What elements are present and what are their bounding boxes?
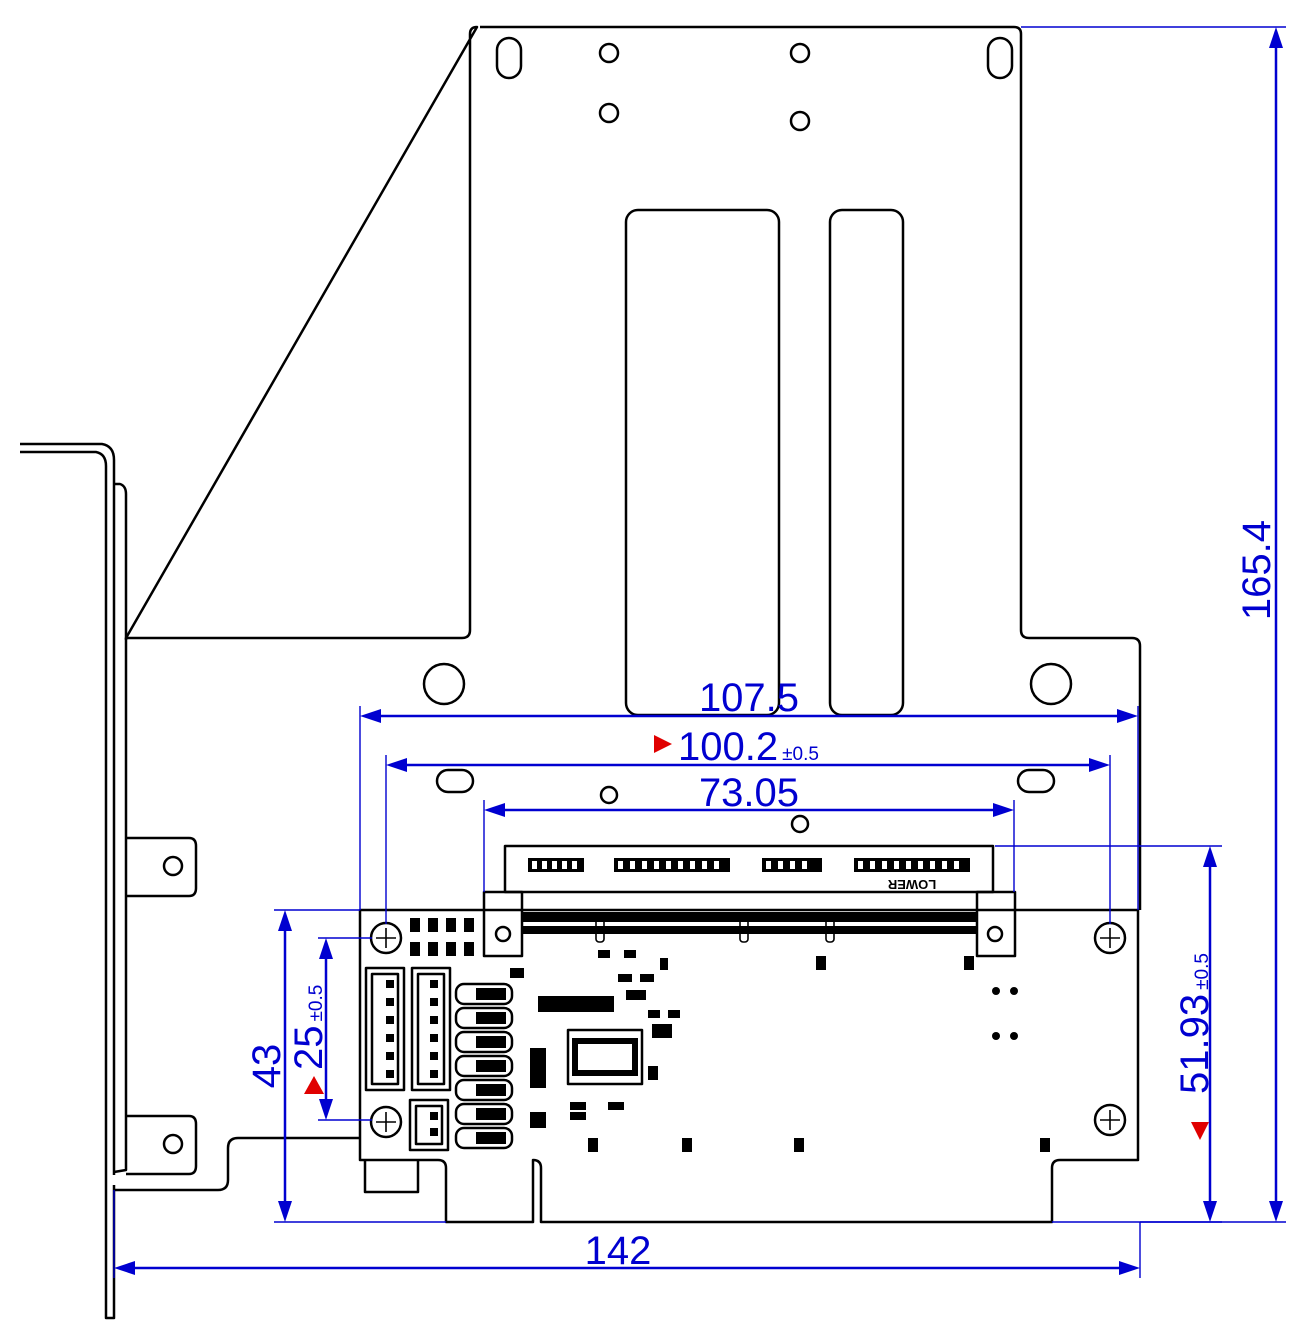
plate-hole bbox=[598, 102, 620, 124]
dim-board-height: 43 bbox=[245, 1044, 289, 1089]
plate-hole bbox=[789, 42, 811, 64]
plate-slot-top-right bbox=[986, 36, 1014, 80]
dimension-labels: 165.4 51.93 ±0.5 43 25 ±0.5 107.5 100.2 … bbox=[245, 520, 1279, 1273]
plate-hole bbox=[599, 785, 619, 805]
plate-hole bbox=[598, 42, 620, 64]
dim-hole-spacing: 100.2 bbox=[678, 725, 778, 769]
bracket-screw-hole bbox=[162, 855, 184, 877]
dimension-lines bbox=[113, 26, 1286, 1278]
pcb-components bbox=[410, 918, 1050, 1152]
dim-hole-vertical: 25 bbox=[287, 1026, 331, 1071]
ic-chip bbox=[566, 1028, 644, 1086]
pcb-board: LOWER bbox=[358, 844, 1140, 1224]
dim-hole-vertical-tol: ±0.5 bbox=[306, 985, 327, 1022]
dim-connector-height-tol: ±0.5 bbox=[1192, 953, 1213, 990]
dim-overall-width: 142 bbox=[585, 1229, 652, 1273]
svg-text:25 ±0.5: 25 ±0.5 bbox=[287, 985, 331, 1070]
pcb-marking-text: LOWER bbox=[887, 877, 936, 892]
plate-slot bbox=[1016, 768, 1056, 794]
plate-slot-top-left bbox=[495, 36, 523, 80]
mounting-plate bbox=[124, 25, 1142, 910]
plate-hole-large-right bbox=[1029, 662, 1073, 706]
pin-header-connectors bbox=[364, 966, 514, 1152]
plate-hole-large-left bbox=[422, 662, 466, 706]
pcie-slot-connector: LOWER bbox=[482, 844, 1017, 958]
plate-cutout-left bbox=[624, 208, 781, 717]
plate-cutout-right bbox=[828, 208, 905, 717]
plate-slot bbox=[435, 768, 475, 794]
critical-marker bbox=[1191, 1122, 1209, 1140]
critical-marker bbox=[654, 735, 672, 753]
dim-overall-height: 165.4 bbox=[1235, 520, 1279, 620]
svg-text:100.2 ±0.5: 100.2 ±0.5 bbox=[678, 725, 819, 769]
plate-hole bbox=[789, 110, 811, 132]
plate-hole bbox=[790, 814, 810, 834]
bracket-screw-hole bbox=[162, 1133, 184, 1155]
dim-hole-spacing-tol: ±0.5 bbox=[782, 744, 819, 765]
svg-text:51.93 ±0.5: 51.93 ±0.5 bbox=[1173, 953, 1217, 1094]
pci-bracket bbox=[20, 442, 360, 1320]
dim-connector-width: 107.5 bbox=[699, 676, 799, 720]
dim-slot-width: 73.05 bbox=[699, 771, 799, 815]
dim-connector-height: 51.93 bbox=[1173, 994, 1217, 1094]
critical-marker bbox=[304, 1076, 324, 1094]
